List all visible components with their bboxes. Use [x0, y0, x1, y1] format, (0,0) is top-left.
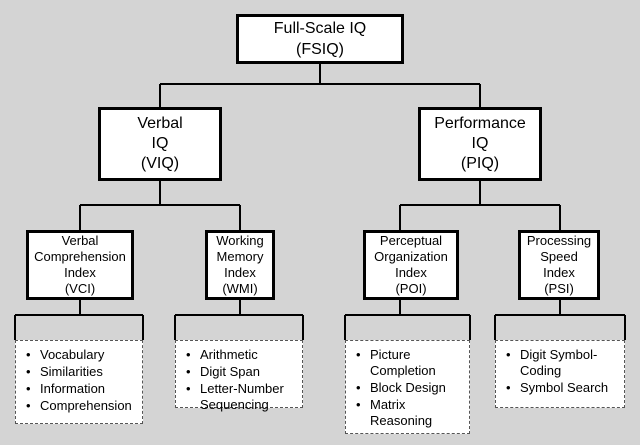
poi-line2: Organization [374, 249, 448, 264]
psi-subtest-list: Digit Symbol-Coding Symbol Search [495, 340, 625, 408]
subtest-item: Symbol Search [504, 380, 618, 396]
fsiq-title: Full-Scale IQ [273, 20, 367, 37]
wmi-line3: Index [224, 265, 256, 280]
connector-root [159, 64, 481, 107]
piq-line1: Performance [434, 115, 526, 132]
connector-wmi [174, 300, 304, 340]
viq-line1: Verbal [137, 115, 183, 132]
wmi-line2: Memory [216, 249, 264, 264]
poi-abbrev: (POI) [395, 281, 427, 296]
subtest-item: Similarities [24, 364, 136, 380]
viq-abbrev: (VIQ) [140, 155, 180, 172]
viq-box: Verbal IQ (VIQ) [98, 107, 222, 181]
piq-line2: IQ [471, 135, 489, 152]
psi-line1: Processing [526, 233, 592, 248]
psi-box: Processing Speed Index (PSI) [518, 230, 600, 300]
subtest-item: Arithmetic [184, 347, 296, 363]
connector-vci [14, 300, 144, 340]
vci-line2: Comprehension [34, 249, 126, 264]
wmi-subtest-list: Arithmetic Digit Span Letter-NumberSeque… [175, 340, 303, 412]
vci-box: Verbal Comprehension Index (VCI) [26, 230, 134, 300]
poi-line3: Index [395, 265, 427, 280]
psi-line2: Speed [540, 249, 578, 264]
subtest-item: Digit Span [184, 364, 296, 380]
wmi-abbrev: (WMI) [222, 281, 258, 296]
piq-box: Performance IQ (PIQ) [418, 107, 542, 181]
vci-line1: Verbal [61, 233, 99, 248]
fsiq-box: Full-Scale IQ (FSIQ) [236, 14, 404, 64]
fsiq-abbrev: (FSIQ) [296, 41, 344, 58]
subtest-item: Digit Symbol-Coding [504, 347, 618, 379]
wmi-box: Working Memory Index (WMI) [205, 230, 275, 300]
piq-abbrev: (PIQ) [460, 155, 500, 172]
connector-performance [399, 181, 561, 230]
connector-psi [494, 300, 626, 340]
psi-line3: Index [543, 265, 575, 280]
poi-line1: Perceptual [379, 233, 443, 248]
vci-subtest-list: Vocabulary Similarities Information Comp… [15, 340, 143, 424]
connector-poi [344, 300, 471, 340]
wmi-line1: Working [216, 233, 264, 248]
subtest-item: Information [24, 381, 136, 397]
psi-abbrev: (PSI) [544, 281, 574, 296]
connector-verbal [79, 181, 241, 230]
viq-line2: IQ [151, 135, 169, 152]
subtest-item: Vocabulary [24, 347, 136, 363]
poi-box: Perceptual Organization Index (POI) [363, 230, 459, 300]
subtest-item: Block Design [354, 380, 463, 396]
vci-line3: Index [64, 265, 96, 280]
vci-abbrev: (VCI) [64, 281, 96, 296]
subtest-item: Comprehension [24, 398, 136, 414]
